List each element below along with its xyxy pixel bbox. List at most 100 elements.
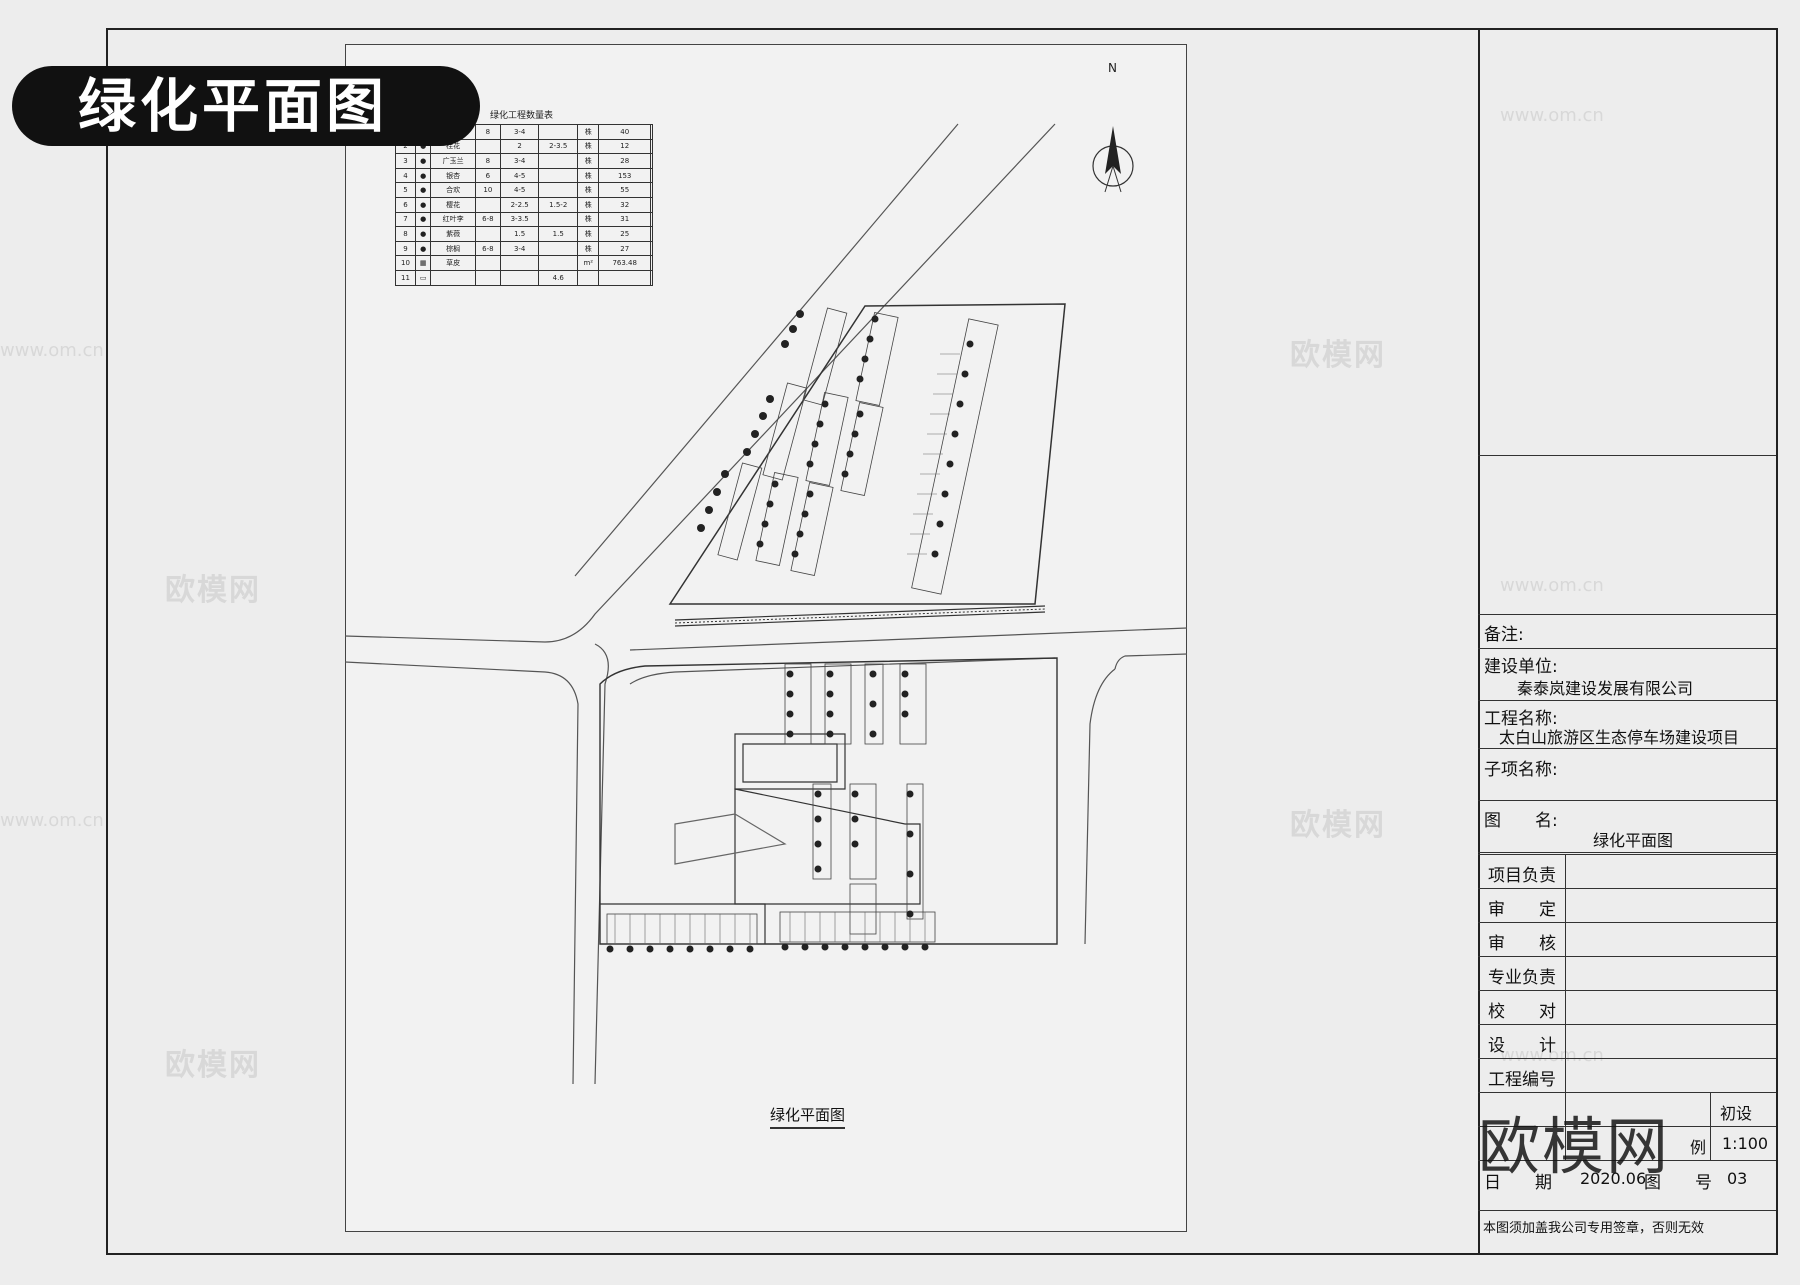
legend-cell [538, 240, 579, 257]
legend-cell: 8 [394, 226, 417, 242]
title-block-divider [1478, 852, 1776, 853]
role-discipline-lead: 专业负责 [1488, 968, 1556, 988]
legend-cell [474, 269, 501, 286]
legend-cell [538, 167, 579, 184]
legend-cell: ● [415, 167, 432, 184]
legend-cell [649, 240, 654, 257]
legend-cell: 5 [394, 182, 417, 198]
legend-cell: ● [415, 153, 432, 169]
legend-cell [538, 124, 579, 140]
legend-cell [649, 153, 654, 169]
title-block-column [1710, 1092, 1711, 1160]
legend-cell: 4.6 [538, 269, 579, 286]
legend-cell: 株 [577, 167, 600, 184]
legend-cell [649, 211, 654, 228]
legend-cell: 3-3.5 [499, 211, 540, 228]
legend-cell: 2-3.5 [538, 138, 579, 155]
legend-cell: 31 [598, 211, 651, 228]
watermark: 欧模网 [165, 573, 261, 608]
watermark-url: www.om.cn [1500, 575, 1604, 596]
legend-cell [649, 124, 654, 140]
client-label: 建设单位: [1484, 657, 1558, 677]
legend-cell [474, 255, 501, 271]
legend-cell: 40 [598, 124, 651, 140]
title-block-divider [1478, 1024, 1776, 1025]
legend-cell: 株 [577, 182, 600, 198]
legend-cell: 6-8 [474, 211, 501, 228]
legend-cell: 763.48 [598, 255, 651, 271]
site-plan-drawing [345, 123, 1187, 1085]
sheet-value: 03 [1727, 1169, 1748, 1188]
watermark: 欧模网 [1290, 338, 1386, 373]
project-value: 太白山旅游区生态停车场建设项目 [1499, 728, 1740, 747]
legend-cell: 株 [577, 124, 600, 140]
legend-cell: 7 [394, 211, 417, 228]
title-block-divider [1478, 1092, 1776, 1093]
legend-cell: 55 [598, 182, 651, 198]
drawing-border [106, 28, 1778, 1255]
legend-cell: ● [415, 240, 432, 257]
title-block-divider [1478, 990, 1776, 991]
legend-cell: 4-5 [499, 167, 540, 184]
role-designer: 设 计 [1488, 1036, 1556, 1056]
legend-cell: 8 [474, 124, 501, 140]
legend-cell: 3-4 [499, 240, 540, 257]
legend-cell [649, 182, 654, 198]
remarks-label: 备注: [1484, 625, 1524, 645]
project-label: 工程名称: [1484, 709, 1558, 729]
project-number-label: 工程编号 [1488, 1070, 1556, 1090]
legend-cell: 6-8 [474, 240, 501, 257]
north-label: N [1108, 61, 1117, 75]
legend-cell: 28 [598, 153, 651, 169]
legend-cell: 6 [394, 196, 417, 213]
stage-value: 初设 [1720, 1104, 1753, 1123]
title-block-divider [1478, 614, 1776, 615]
legend-cell: 1.5-2 [538, 196, 579, 213]
legend-cell: 12 [598, 138, 651, 155]
legend-cell: ▦ [415, 255, 432, 271]
subproject-label: 子项名称: [1484, 760, 1558, 780]
title-badge: 绿化平面图 [12, 66, 480, 146]
title-block-divider [1478, 748, 1776, 749]
legend-cell: 株 [577, 226, 600, 242]
legend-cell: 1.5 [499, 226, 540, 242]
title-block-divider [1478, 455, 1776, 456]
north-arrow-icon [1092, 126, 1134, 193]
legend-cell: 银杏 [430, 167, 476, 184]
legend-cell [598, 269, 651, 286]
legend-cell [538, 255, 579, 271]
legend-cell: 株 [577, 211, 600, 228]
legend-cell: 株 [577, 196, 600, 213]
badge-title: 绿化平面图 [78, 72, 389, 140]
role-checker: 校 对 [1488, 1002, 1556, 1022]
legend-cell [499, 269, 540, 286]
legend-cell: 广玉兰 [430, 153, 476, 169]
legend-cell: ● [415, 196, 432, 213]
sheet-label: 图 号 [1644, 1173, 1712, 1193]
role-project-lead: 项目负责 [1488, 866, 1556, 886]
watermark-url: www.om.cn [0, 340, 104, 361]
legend-cell: ● [415, 211, 432, 228]
legend-cell: 4-5 [499, 182, 540, 198]
scale-label: 例 [1690, 1138, 1707, 1157]
legend-cell: 3-4 [499, 124, 540, 140]
legend-cell [474, 196, 501, 213]
watermark: 欧模网 [165, 1048, 261, 1083]
scale-value: 1:100 [1722, 1134, 1769, 1153]
legend-table: 1●香樟83-4株402●桂花22-3.5株123●广玉兰83-4株284●银杏… [394, 124, 654, 330]
legend-title: 绿化工程数量表 [490, 111, 554, 121]
title-block-divider [1478, 1058, 1776, 1059]
role-approval: 审 定 [1488, 900, 1556, 920]
legend-cell [474, 226, 501, 242]
drawing-name-value: 绿化平面图 [1593, 831, 1674, 850]
legend-cell [649, 255, 654, 271]
title-block-divider [1478, 1160, 1776, 1161]
legend-cell: 3-4 [499, 153, 540, 169]
legend-cell: 10 [474, 182, 501, 198]
